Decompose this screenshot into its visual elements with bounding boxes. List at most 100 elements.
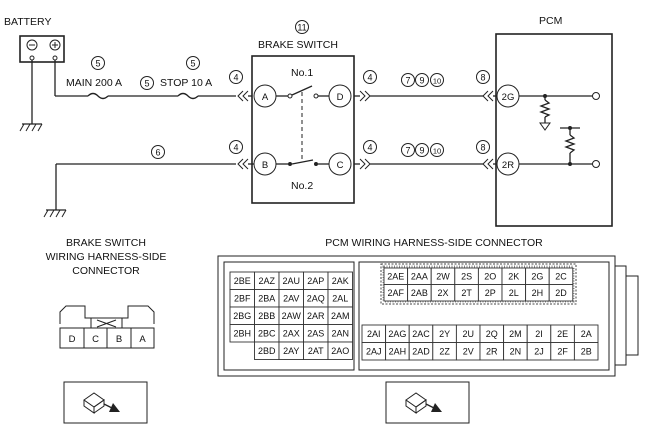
pcm-connector-pin-label: 2BH	[233, 328, 251, 338]
pcm-connector-pin-label: 2AV	[283, 293, 299, 303]
pcm-connector-pin-label: 2I	[535, 329, 543, 339]
main-fuse-icon	[87, 92, 109, 100]
pcm-connector-pin-label: 2AO	[331, 346, 349, 356]
pcm-connector-pin-cell	[548, 284, 574, 302]
svg-text:6: 6	[155, 148, 160, 158]
pcm-connector-pin-label: 2BD	[258, 346, 276, 356]
pcm-connector-pin-label: 2V	[463, 346, 474, 356]
pcm-connector-pin-label: 2B	[581, 346, 592, 356]
battery-pos-terminal	[49, 39, 61, 51]
pcm-connector-pin-label: 2C	[555, 271, 567, 281]
harness-view-icon-left	[63, 381, 148, 424]
pcm-connector-pin-label: 2AH	[389, 346, 407, 356]
svg-text:5: 5	[144, 79, 149, 89]
pcm-connector-pin-label: 2X	[437, 288, 448, 298]
pcm-connector-pin-label: 2O	[484, 271, 496, 281]
svg-text:8: 8	[480, 73, 485, 83]
svg-text:11: 11	[297, 23, 306, 33]
pcm-connector-pin-label: 2AY	[283, 346, 299, 356]
pcm-connector-pin-label: 2Q	[486, 329, 498, 339]
ref-bs-in-bottom: 4	[229, 140, 243, 154]
bs-conn-pin-c: C	[92, 334, 99, 345]
stop-fuse-icon	[177, 92, 199, 100]
pcm-connector-pin-label: 2AG	[388, 329, 406, 339]
pcm-connector-title: PCM WIRING HARNESS-SIDE CONNECTOR	[325, 237, 543, 249]
pcm-pulldown-resistor-icon	[539, 99, 551, 131]
ref-ground-wire: 6	[151, 145, 165, 159]
pcm-connector-pin-label: 2Z	[439, 346, 450, 356]
bs-conn-pin-b: B	[116, 334, 122, 345]
svg-text:4: 4	[233, 143, 238, 153]
bs-in-top-connector-icon	[237, 90, 249, 102]
pcm-connector-pin-label: 2AZ	[258, 276, 275, 286]
pcm-pin-2g-label: 2G	[502, 92, 515, 103]
pcm-connector-pin-label: 2K	[508, 271, 519, 281]
brake-switch-label: BRAKE SWITCH	[258, 39, 338, 51]
pcm-connector-pin-label: 2A	[581, 329, 592, 339]
svg-text:8: 8	[480, 143, 485, 153]
pcm-connector-pin-label: 2AS	[307, 328, 324, 338]
brake-switch-pin-c-label: C	[337, 160, 344, 171]
pcm-connector-pin-label: 2Y	[439, 329, 450, 339]
pcm-connector-pin-label: 2AN	[331, 328, 349, 338]
bs-in-bottom-connector-icon	[237, 158, 249, 170]
ref-main-fuse: 5	[91, 56, 105, 70]
pcm-connector-pin-label: 2AQ	[307, 293, 325, 303]
pcm-connector-pin-label: 2AX	[283, 328, 300, 338]
bs-connector-icon	[59, 305, 155, 349]
pcm-connector-pin-label: 2H	[532, 288, 544, 298]
ref-between-fuses: 5	[140, 76, 154, 90]
pcm-connector-pin-label: 2R	[486, 346, 498, 356]
brake-switch-pin-b-label: B	[262, 160, 268, 171]
ref-mid-top: 7 9 10	[401, 73, 444, 87]
pcm-connector-pin-label: 2AB	[411, 288, 428, 298]
bs-connector-title-line3: CONNECTOR	[72, 265, 140, 277]
pcm-connector-pin-label: 2AR	[307, 311, 325, 321]
bs-connector-title-line1: BRAKE SWITCH	[66, 237, 146, 249]
main-fuse-label: MAIN 200 A	[66, 77, 122, 89]
battery-label: BATTERY	[4, 16, 51, 28]
svg-text:7: 7	[405, 76, 410, 86]
pcm-connector-pin-label: 2S	[461, 271, 472, 281]
pcm-label: PCM	[539, 15, 562, 27]
pcm-connector-housing	[217, 255, 639, 377]
svg-text:4: 4	[233, 73, 238, 83]
pcm-connector-pin-label: 2BC	[258, 328, 276, 338]
switch-no1-label: No.1	[291, 67, 313, 79]
pcm-in-top-connector-icon	[482, 90, 494, 102]
ref-pcm-in-bottom: 8	[476, 140, 490, 154]
bs-out-top-connector-icon	[359, 90, 371, 102]
ref-brake-switch: 11	[295, 20, 309, 34]
svg-text:10: 10	[433, 77, 441, 86]
bs-connector-title-line2: WIRING HARNESS-SIDE	[46, 251, 167, 263]
battery-ground-icon	[19, 123, 43, 132]
pcm-connector-pin-label: 2AL	[332, 293, 348, 303]
switch-no1-contact-icon	[276, 85, 329, 99]
pcm-connector-pin-label: 2BF	[234, 293, 251, 303]
pcm-connector-pin-label: 2AA	[411, 271, 428, 281]
switch-ground-icon	[43, 209, 67, 218]
pcm-connector-pin-label: 2AT	[308, 346, 324, 356]
pcm-pullup-resistor-icon	[560, 126, 580, 164]
pcm-connector-pin-label: 2AM	[331, 311, 350, 321]
pcm-connector-pin-label: 2AU	[282, 276, 300, 286]
pcm-connector-pin-label: 2D	[555, 288, 567, 298]
brake-switch-box	[251, 55, 355, 204]
brake-switch-pin-a-label: A	[262, 92, 269, 103]
pcm-connector-pin-label: 2AJ	[366, 346, 382, 356]
pcm-connector-pin-label: 2AW	[282, 311, 302, 321]
ref-pcm-in-top: 8	[476, 70, 490, 84]
pcm-terminal-bottom-icon	[592, 160, 600, 168]
pcm-connector-pin-label: 2U	[462, 329, 474, 339]
pcm-connector-pin-cell	[327, 341, 353, 360]
svg-text:5: 5	[190, 59, 195, 69]
pcm-connector-pin-label: 2BB	[258, 311, 275, 321]
svg-text:5: 5	[95, 59, 100, 69]
ref-mid-bottom: 7 9 10	[401, 143, 444, 157]
pcm-in-bottom-connector-icon	[482, 158, 494, 170]
bs-conn-pin-a: A	[139, 334, 146, 345]
stop-fuse-label: STOP 10 A	[160, 77, 212, 89]
pcm-connector-pin-label: 2M	[509, 329, 522, 339]
